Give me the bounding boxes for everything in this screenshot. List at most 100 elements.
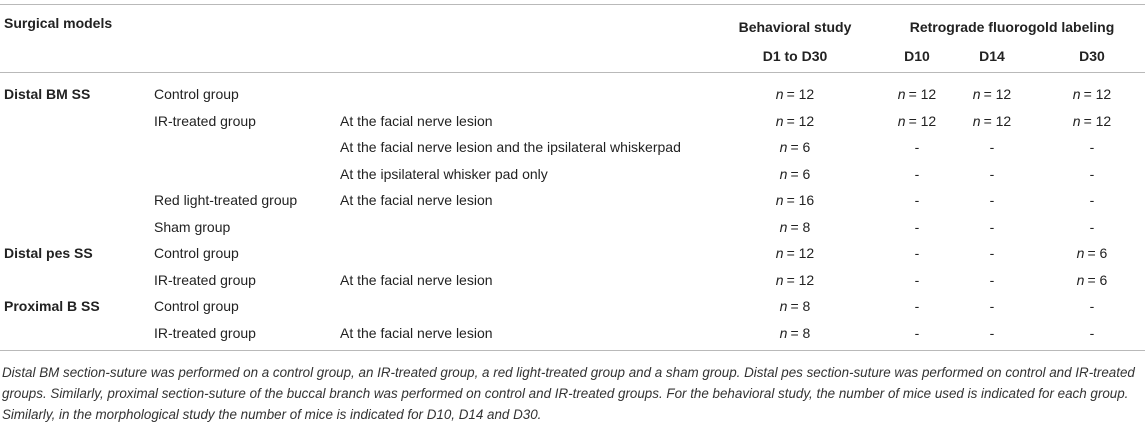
header-behavioral-days: D1 to D30 bbox=[762, 48, 828, 64]
cell-group: Control group bbox=[154, 245, 239, 261]
cell-value: = 12 bbox=[786, 271, 815, 288]
n-symbol: n bbox=[1072, 112, 1081, 129]
cell-site: At the facial nerve lesion bbox=[340, 112, 493, 129]
n-symbol: n bbox=[1076, 271, 1085, 288]
header-surgical-models: Surgical models bbox=[4, 15, 113, 31]
cell-model: Distal BM SS bbox=[4, 86, 91, 102]
cell-value: = 12 bbox=[908, 112, 937, 129]
cell-value: = 12 bbox=[786, 112, 815, 129]
cell-d10: - bbox=[914, 218, 920, 235]
header-d10: D10 bbox=[904, 48, 930, 64]
header-behavioral-study: Behavioral study bbox=[738, 19, 852, 35]
n-symbol: n bbox=[897, 86, 906, 102]
cell-behavior: n= 12 bbox=[776, 271, 814, 289]
n-symbol: n bbox=[1072, 86, 1081, 102]
table-caption: Distal BM section-suture was performed o… bbox=[2, 365, 1135, 422]
n-symbol: n bbox=[972, 112, 981, 129]
cell-behavior: n= 12 bbox=[776, 112, 814, 130]
cell-behavior: n= 12 bbox=[776, 244, 814, 262]
cell-d30: - bbox=[1089, 165, 1095, 182]
cell-d30: n= 12 bbox=[1073, 85, 1111, 103]
n-symbol: n bbox=[779, 139, 788, 155]
header-d30: D30 bbox=[1079, 48, 1105, 64]
n-symbol: n bbox=[775, 271, 784, 288]
n-symbol: n bbox=[779, 218, 788, 235]
cell-d14: - bbox=[989, 271, 995, 288]
n-symbol: n bbox=[779, 298, 788, 314]
n-symbol: n bbox=[775, 86, 784, 102]
n-symbol: n bbox=[775, 192, 784, 208]
header-retrograde-labeling: Retrograde fluorogold labeling bbox=[909, 19, 1115, 35]
cell-value: = 6 bbox=[790, 165, 811, 182]
cell-behavior: n= 6 bbox=[780, 165, 811, 183]
bottom-rule bbox=[0, 350, 1145, 351]
cell-value: = 12 bbox=[983, 86, 1012, 102]
cell-d10: n= 12 bbox=[898, 112, 936, 130]
cell-value: = 6 bbox=[1087, 271, 1108, 288]
header-d14: D14 bbox=[979, 48, 1005, 64]
cell-d30: n= 12 bbox=[1073, 112, 1111, 130]
cell-d10: - bbox=[914, 165, 920, 182]
cell-group: IR-treated group bbox=[154, 271, 256, 288]
cell-d14: - bbox=[989, 324, 995, 341]
n-symbol: n bbox=[897, 112, 906, 129]
cell-d10: - bbox=[914, 139, 920, 155]
cell-d10: - bbox=[914, 192, 920, 208]
cell-value: = 12 bbox=[908, 86, 937, 102]
cell-value: = 6 bbox=[790, 139, 811, 155]
cell-value: = 12 bbox=[1083, 112, 1112, 129]
cell-d14: - bbox=[989, 139, 995, 155]
cell-value: = 12 bbox=[786, 86, 815, 102]
cell-behavior: n= 8 bbox=[780, 218, 811, 236]
n-symbol: n bbox=[1076, 245, 1085, 261]
cell-d14: - bbox=[989, 245, 995, 261]
cell-d14: - bbox=[989, 218, 995, 235]
cell-site: At the facial nerve lesion bbox=[340, 192, 493, 208]
cell-d14: n= 12 bbox=[973, 112, 1011, 130]
cell-value: = 6 bbox=[1087, 245, 1108, 261]
n-symbol: n bbox=[972, 86, 981, 102]
cell-group: IR-treated group bbox=[154, 324, 256, 341]
cell-value: = 12 bbox=[1083, 86, 1112, 102]
cell-d10: - bbox=[914, 324, 920, 341]
cell-d30: - bbox=[1089, 192, 1095, 208]
cell-d14: - bbox=[989, 165, 995, 182]
cell-value: = 12 bbox=[786, 245, 815, 261]
cell-d14: - bbox=[989, 298, 995, 314]
cell-behavior: n= 8 bbox=[780, 324, 811, 342]
cell-group: IR-treated group bbox=[154, 112, 256, 129]
cell-value: = 16 bbox=[786, 192, 815, 208]
cell-value: = 8 bbox=[790, 324, 811, 341]
cell-d14: - bbox=[989, 192, 995, 208]
header-rule bbox=[0, 72, 1145, 73]
cell-d10: n= 12 bbox=[898, 85, 936, 103]
cell-behavior: n= 16 bbox=[776, 191, 814, 209]
cell-site: At the facial nerve lesion bbox=[340, 271, 493, 288]
cell-site: At the ipsilateral whisker pad only bbox=[340, 165, 548, 182]
cell-group: Sham group bbox=[154, 218, 231, 235]
n-symbol: n bbox=[775, 112, 784, 129]
cell-model: Proximal B SS bbox=[4, 298, 100, 314]
cell-value: = 12 bbox=[983, 112, 1012, 129]
cell-group: Control group bbox=[154, 298, 239, 314]
cell-behavior: n= 12 bbox=[776, 85, 814, 103]
cell-d14: n= 12 bbox=[973, 85, 1011, 103]
cell-group: Control group bbox=[154, 86, 239, 102]
n-symbol: n bbox=[779, 165, 788, 182]
cell-site: At the facial nerve lesion bbox=[340, 324, 493, 341]
n-symbol: n bbox=[779, 324, 788, 341]
cell-d10: - bbox=[914, 271, 920, 288]
cell-d30: - bbox=[1089, 218, 1095, 235]
cell-value: = 8 bbox=[790, 218, 811, 235]
top-rule bbox=[0, 4, 1145, 5]
cell-d30: n= 6 bbox=[1077, 244, 1108, 262]
cell-behavior: n= 8 bbox=[780, 297, 811, 315]
cell-d30: - bbox=[1089, 139, 1095, 155]
cell-behavior: n= 6 bbox=[780, 138, 811, 156]
cell-d30: - bbox=[1089, 298, 1095, 314]
cell-value: = 8 bbox=[790, 298, 811, 314]
cell-d30: - bbox=[1089, 324, 1095, 341]
cell-model: Distal pes SS bbox=[4, 245, 93, 261]
cell-d30: n= 6 bbox=[1077, 271, 1108, 289]
cell-d10: - bbox=[914, 245, 920, 261]
